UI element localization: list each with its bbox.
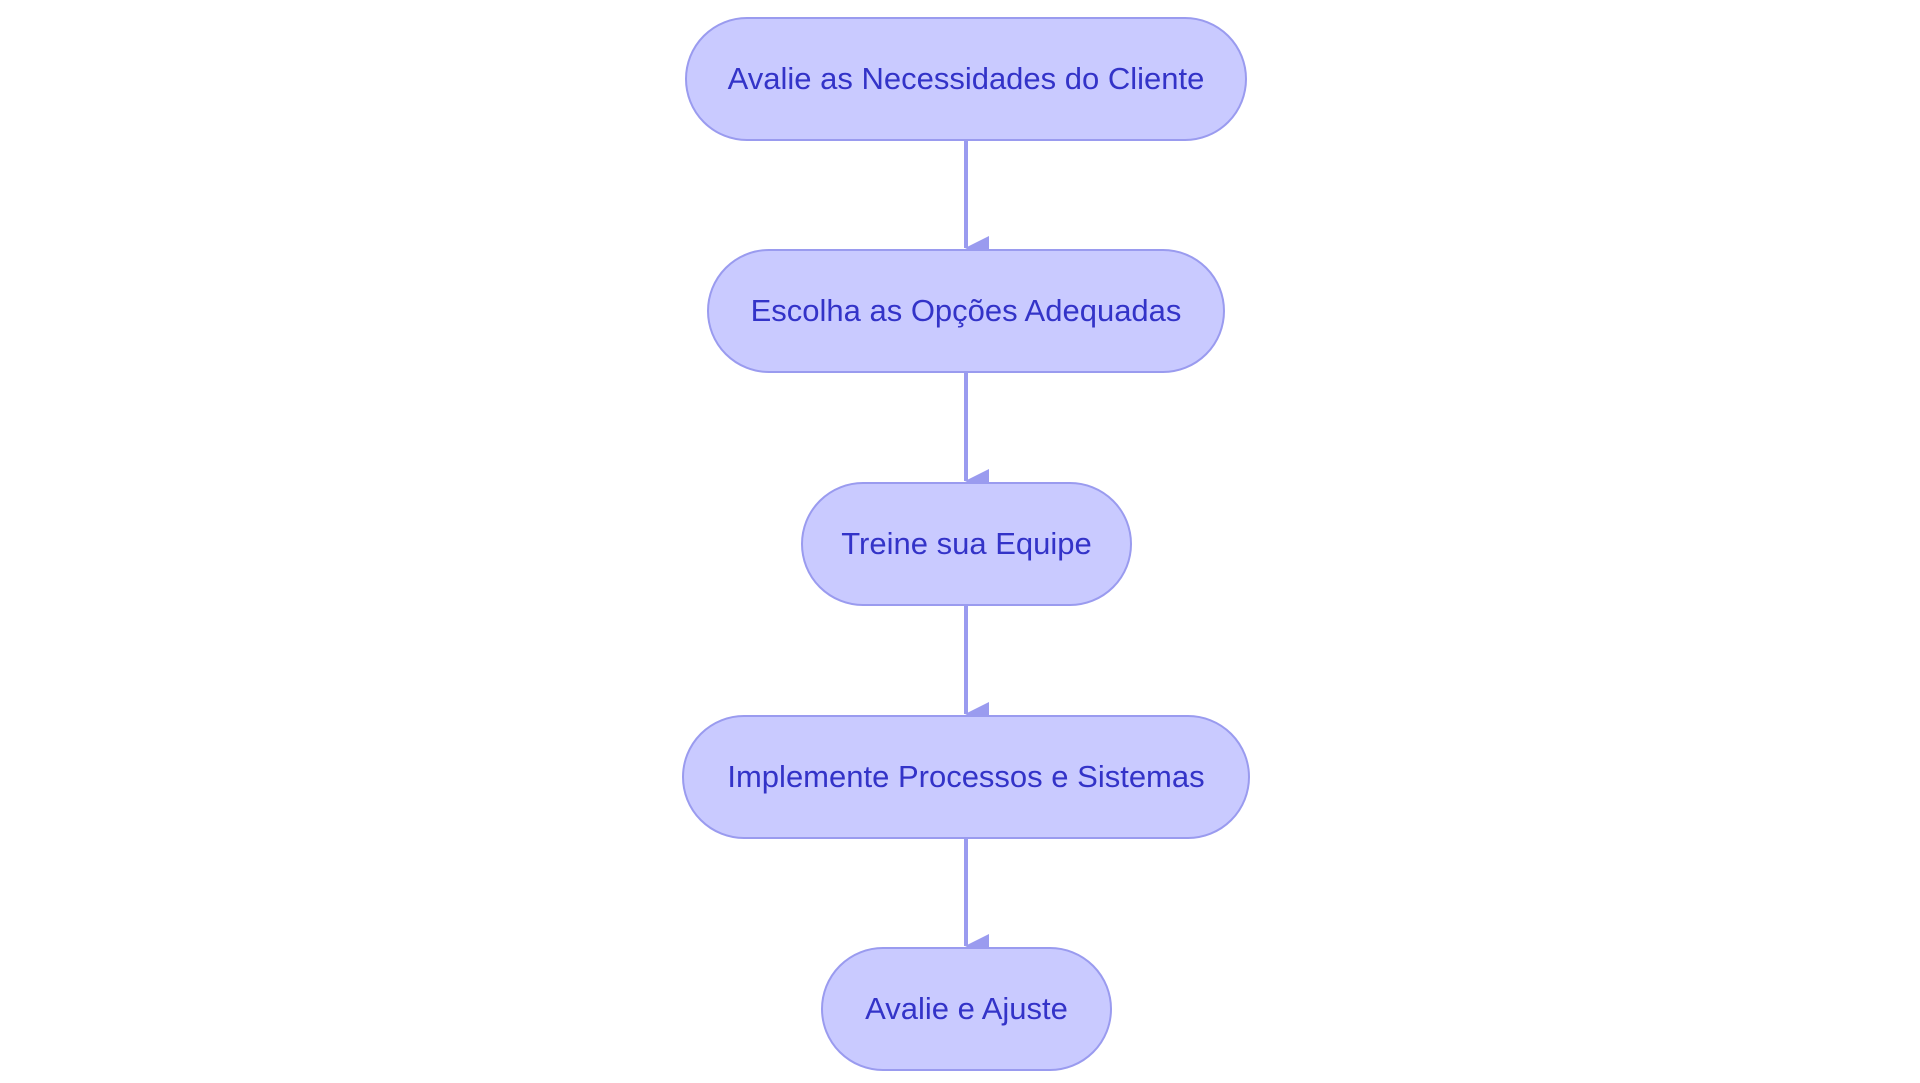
step-label: Avalie e Ajuste bbox=[865, 991, 1068, 1026]
step-label: Implemente Processos e Sistemas bbox=[727, 759, 1205, 794]
step-train-team: Treine sua Equipe bbox=[801, 482, 1132, 606]
step-label: Treine sua Equipe bbox=[841, 526, 1092, 561]
step-assess-customer-needs: Avalie as Necessidades do Cliente bbox=[685, 17, 1247, 141]
step-label: Avalie as Necessidades do Cliente bbox=[727, 61, 1205, 96]
step-implement-processes: Implemente Processos e Sistemas bbox=[682, 715, 1250, 839]
step-evaluate-adjust: Avalie e Ajuste bbox=[821, 947, 1112, 1071]
step-choose-options: Escolha as Opções Adequadas bbox=[707, 249, 1225, 373]
step-label: Escolha as Opções Adequadas bbox=[750, 293, 1182, 328]
